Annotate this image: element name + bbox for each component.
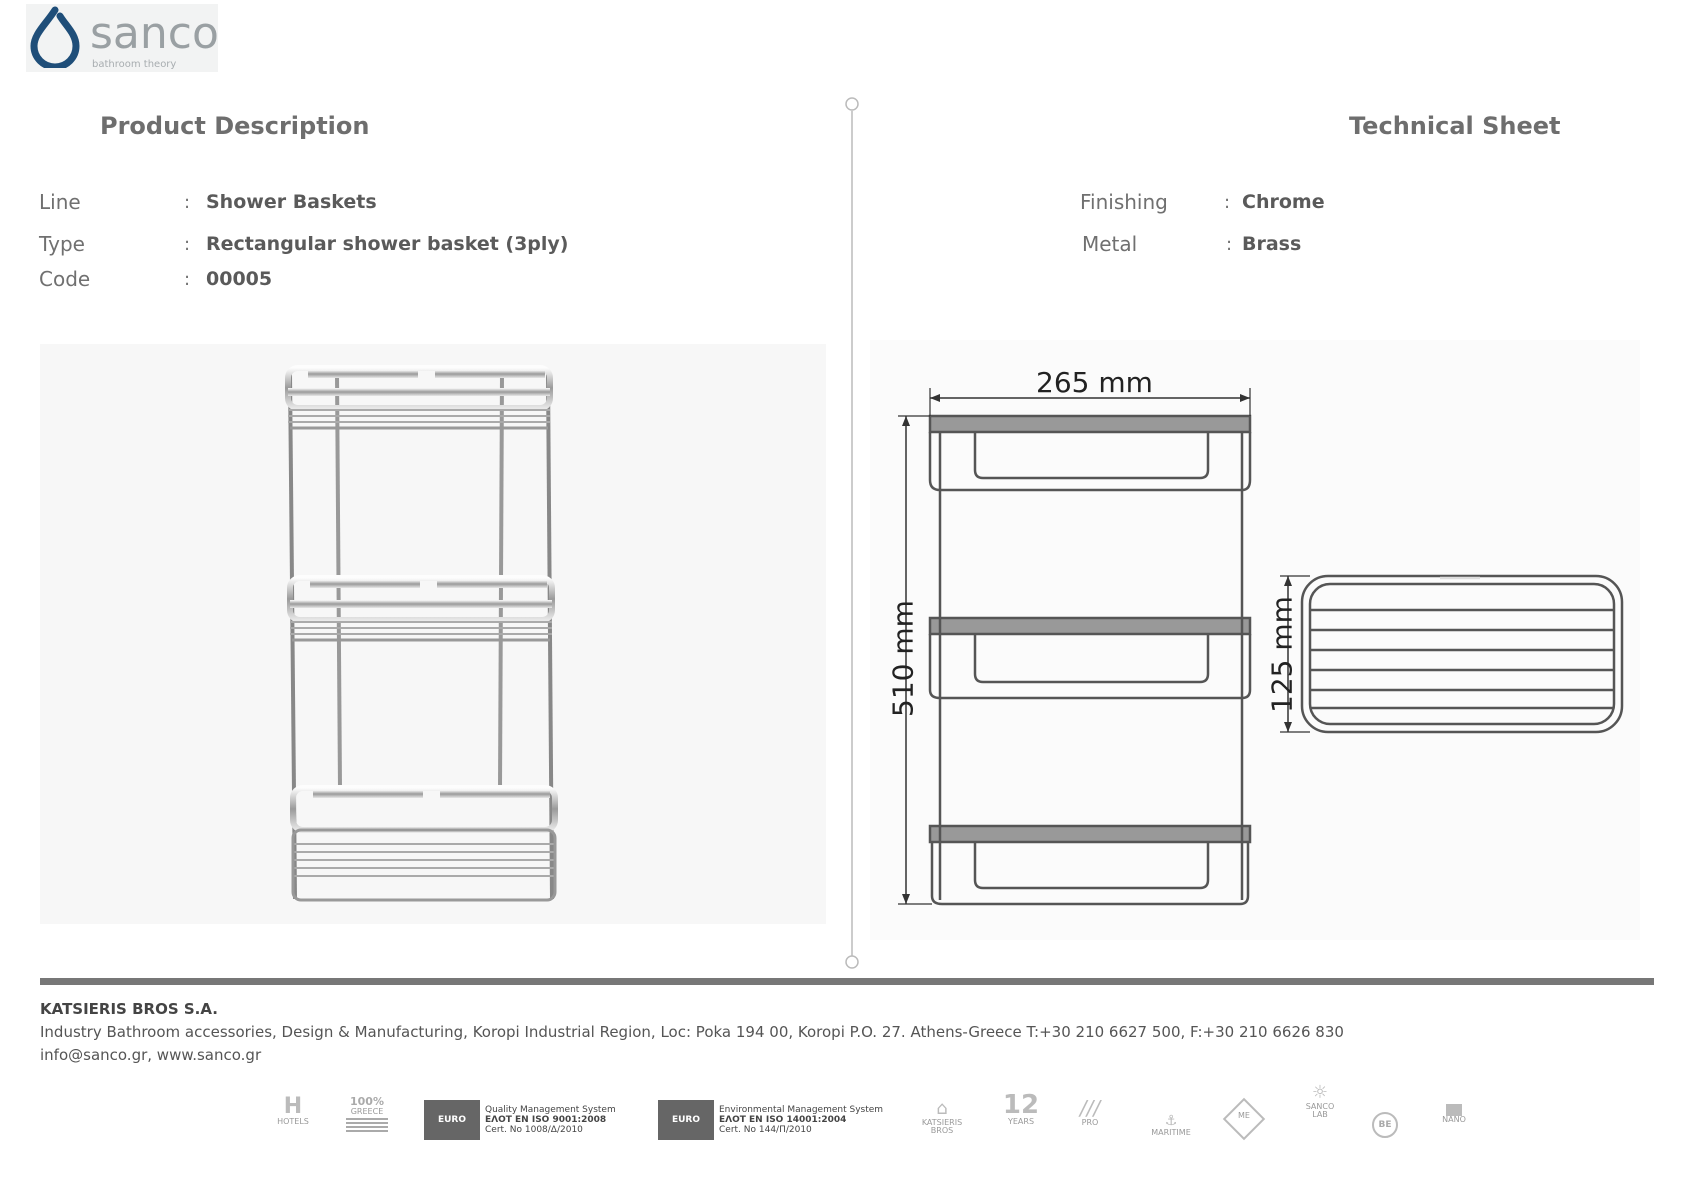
- ems-certificate: Environmental Management System ΕΛΟΤ EN …: [719, 1105, 884, 1135]
- tech-label-metal: Metal: [1082, 232, 1138, 256]
- depth-dimension-label: 125 mm: [1265, 596, 1299, 713]
- spec-value-line: Shower Baskets: [206, 191, 377, 213]
- product-description-title: Product Description: [100, 112, 370, 140]
- slashes-icon: ///: [1079, 1096, 1101, 1120]
- brand-name: sanco: [90, 8, 219, 59]
- be-badge: BE: [1370, 1112, 1400, 1138]
- vertical-divider: [845, 97, 859, 969]
- spec-colon: :: [184, 269, 191, 290]
- lightbulb-icon: ☼: [1311, 1082, 1329, 1103]
- company-contact[interactable]: info@sanco.gr, www.sanco.gr: [40, 1046, 262, 1064]
- spec-colon: :: [1226, 234, 1233, 255]
- nano-badge: NANO: [1434, 1104, 1474, 1124]
- company-name: KATSIERIS BROS S.A.: [40, 1000, 218, 1018]
- square-icon: [1446, 1104, 1462, 1116]
- euro-cert-logo-1: EURO CERT: [424, 1100, 480, 1165]
- shower-basket-photo: [285, 365, 558, 902]
- spec-label-code: Code: [39, 267, 91, 291]
- product-photo-area: [40, 344, 826, 924]
- company-address: Industry Bathroom accessories, Design & …: [40, 1023, 1344, 1041]
- spec-colon: :: [1224, 192, 1231, 213]
- drop-logo-icon: [30, 6, 80, 68]
- qms-certificate: Quality Management System ΕΛΟΤ EN ISO 90…: [485, 1105, 616, 1135]
- katsieris-badge: ⌂ KATSIERIS BROS: [914, 1098, 970, 1136]
- tech-label-finishing: Finishing: [1080, 190, 1168, 214]
- hotel-icon: H: [283, 1094, 303, 1119]
- sanco-lab-badge: ☼ SANCO LAB: [1302, 1082, 1338, 1120]
- height-dimension-label: 510 mm: [886, 600, 920, 717]
- greece-badge: 100% GREECE: [346, 1096, 388, 1132]
- spec-label-type: Type: [39, 232, 85, 256]
- me-badge: ME: [1222, 1097, 1266, 1141]
- technical-sheet-title: Technical Sheet: [1349, 112, 1561, 140]
- maritime-badge: ⚓ MARITIME: [1144, 1114, 1198, 1137]
- euro-cert-logo-2: EURO CERT: [658, 1100, 714, 1165]
- spec-value-code: 00005: [206, 268, 273, 290]
- hotels-badge: H HOTELS: [270, 1096, 316, 1126]
- spec-label-line: Line: [39, 190, 81, 214]
- spec-value-type: Rectangular shower basket (3ply): [206, 233, 569, 255]
- diamond-icon: [1222, 1097, 1266, 1141]
- width-dimension-label: 265 mm: [1036, 366, 1153, 399]
- roof-icon: ⌂: [936, 1098, 948, 1119]
- brand-tagline: bathroom theory: [92, 59, 177, 70]
- pro-badge: /// PRO: [1070, 1098, 1110, 1127]
- spec-colon: :: [184, 192, 191, 213]
- spec-colon: :: [184, 234, 191, 255]
- tech-value-metal: Brass: [1242, 233, 1302, 255]
- tech-value-finishing: Chrome: [1242, 191, 1325, 213]
- years-badge: 12 YEARS: [1002, 1090, 1040, 1126]
- technical-drawing: [898, 388, 1624, 906]
- footer-divider: [40, 978, 1654, 985]
- technical-drawing-area: [870, 340, 1640, 940]
- greek-flag-icon: [346, 1117, 388, 1132]
- anchor-icon: ⚓: [1164, 1113, 1178, 1129]
